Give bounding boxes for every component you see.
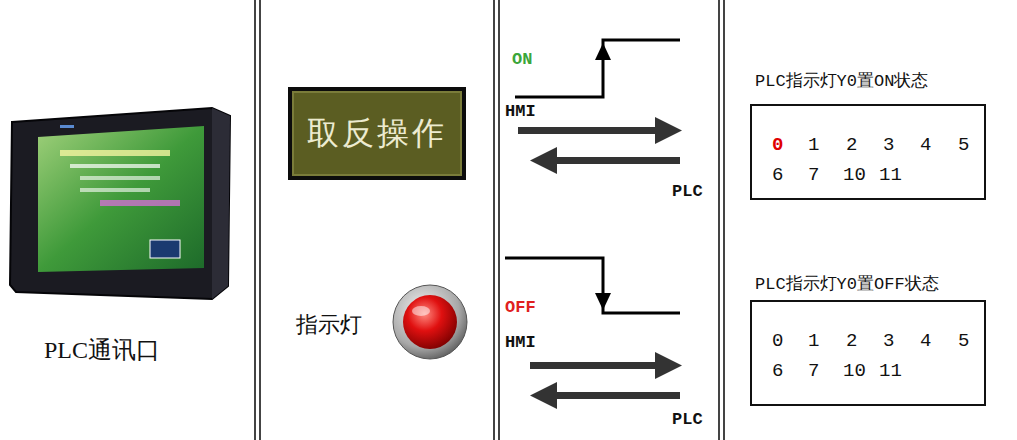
output-number: 1	[808, 134, 819, 156]
panel-heading: PLC指示灯Y0置OFF状态	[755, 272, 939, 295]
output-number: 6	[772, 164, 783, 186]
output-number: 11	[879, 164, 902, 186]
signal-name: HMI	[505, 102, 536, 121]
output-number: 7	[808, 360, 819, 382]
signal-name: PLC	[672, 182, 703, 201]
output-number: 3	[883, 330, 894, 352]
status-panel: PLC指示灯Y0置ON状态012345671011	[750, 104, 986, 200]
rising-edge	[515, 40, 680, 97]
hmi-device	[10, 108, 230, 299]
signal-arrow	[530, 352, 682, 409]
output-number: 6	[772, 360, 783, 382]
state-label: ON	[512, 50, 532, 69]
output-number: 10	[843, 360, 866, 382]
separator	[255, 0, 724, 440]
state-label: OFF	[505, 298, 536, 317]
indicator-lamp	[393, 285, 467, 359]
signal-arrow	[518, 117, 682, 174]
arrow-head	[595, 43, 611, 60]
output-number: 5	[958, 330, 969, 352]
output-number: 11	[879, 360, 902, 382]
button-text: 取反操作	[307, 112, 447, 156]
toggle-button: 取反操作	[288, 87, 466, 180]
output-number: 3	[883, 134, 894, 156]
panel-heading: PLC指示灯Y0置ON状态	[755, 69, 928, 92]
output-number: 0	[772, 330, 783, 352]
output-number: 4	[920, 330, 931, 352]
signal-name: HMI	[505, 333, 536, 352]
arrow-head	[595, 293, 611, 310]
output-number: 5	[958, 134, 969, 156]
output-number: 0	[772, 134, 783, 156]
port-label: PLC通讯口	[44, 334, 160, 366]
signal-name: PLC	[672, 410, 703, 429]
output-number: 2	[846, 134, 857, 156]
lamp-label: 指示灯	[296, 310, 362, 340]
output-number: 10	[843, 164, 866, 186]
output-number: 7	[808, 164, 819, 186]
output-number: 2	[846, 330, 857, 352]
output-number: 1	[808, 330, 819, 352]
output-number: 4	[920, 134, 931, 156]
status-panel: PLC指示灯Y0置OFF状态012345671011	[750, 300, 986, 406]
